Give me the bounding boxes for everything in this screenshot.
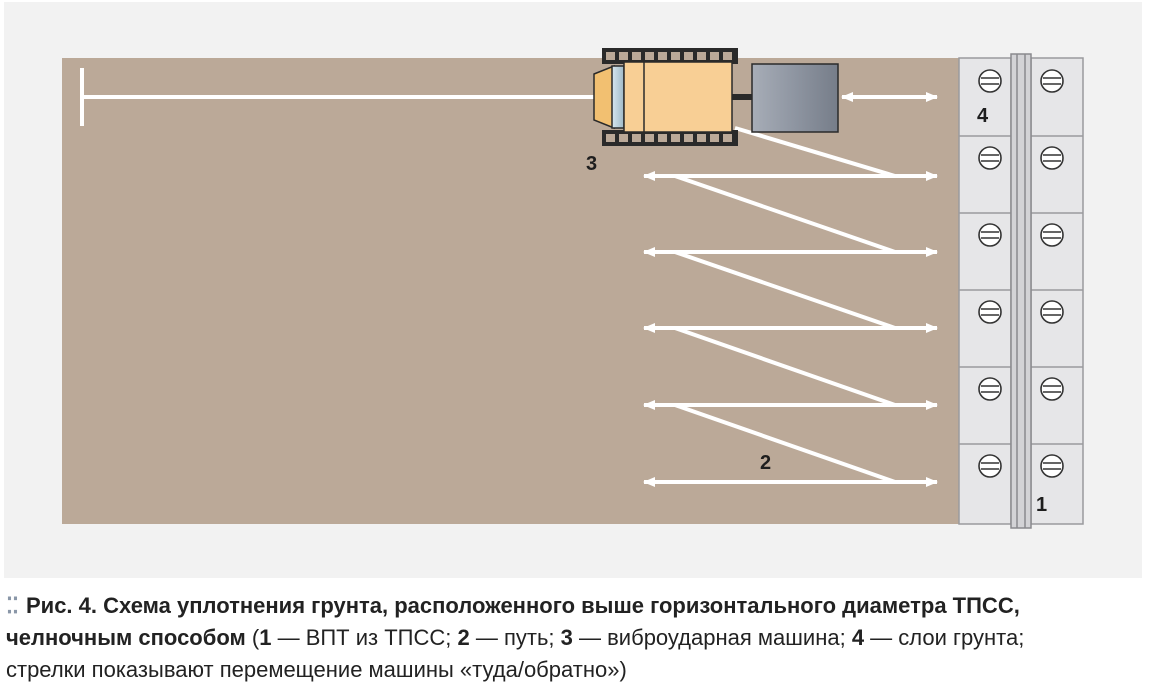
sheet-pile xyxy=(1010,53,1032,529)
caption-desc-3: — виброударная машина; xyxy=(572,625,852,650)
caption-key-3: 3 xyxy=(560,625,573,650)
caption-desc-2: — путь; xyxy=(469,625,561,650)
label-machine: 3 xyxy=(586,153,597,175)
bolt-icon xyxy=(978,69,1064,478)
vibro-impact-machine xyxy=(593,48,839,146)
caption-title-cont: челночным способом xyxy=(6,625,246,650)
soil-area xyxy=(62,58,960,524)
caption-paren: ( xyxy=(245,625,260,650)
caption-line-3: стрелки показывают перемещение машины «т… xyxy=(6,657,627,682)
machine-coupling xyxy=(732,94,752,100)
caption-line-2: челночным способом (1 — ВПТ из ТПСС; 2 —… xyxy=(6,622,1146,654)
machine-body xyxy=(623,61,733,133)
path-rail xyxy=(80,68,595,126)
label-soil-layers: 4 xyxy=(977,105,989,127)
caption-desc-1: — ВПТ из ТПСС; xyxy=(271,625,458,650)
impact-weight xyxy=(751,63,839,133)
machine-blade xyxy=(593,64,615,130)
figure-caption: ⁚⁚ Рис. 4. Схема уплотнения грунта, распо… xyxy=(6,590,1146,686)
caption-key-2: 2 xyxy=(457,625,470,650)
caption-title: Схема уплотнения грунта, расположенного … xyxy=(103,593,1020,618)
caption-line-1: ⁚⁚ Рис. 4. Схема уплотнения грунта, распо… xyxy=(6,590,1146,622)
label-path: 2 xyxy=(760,452,771,474)
compaction-scheme-diagram: 3 2 4 1 xyxy=(4,2,1142,578)
label-tpss: 1 xyxy=(1036,494,1047,516)
machine-cabin xyxy=(611,65,625,129)
tpss-wall xyxy=(958,53,1084,529)
caption-desc-4: — слои грунта; xyxy=(864,625,1025,650)
caption-key-1: 1 xyxy=(259,625,272,650)
caption-key-4: 4 xyxy=(851,625,865,650)
caption-bullet-icon: ⁚⁚ xyxy=(6,593,19,618)
caption-figure-number: Рис. 4. xyxy=(26,593,98,618)
wall-panel-right xyxy=(1030,57,1084,525)
wall-panel-left xyxy=(958,57,1012,525)
movement-arrows xyxy=(643,92,938,487)
